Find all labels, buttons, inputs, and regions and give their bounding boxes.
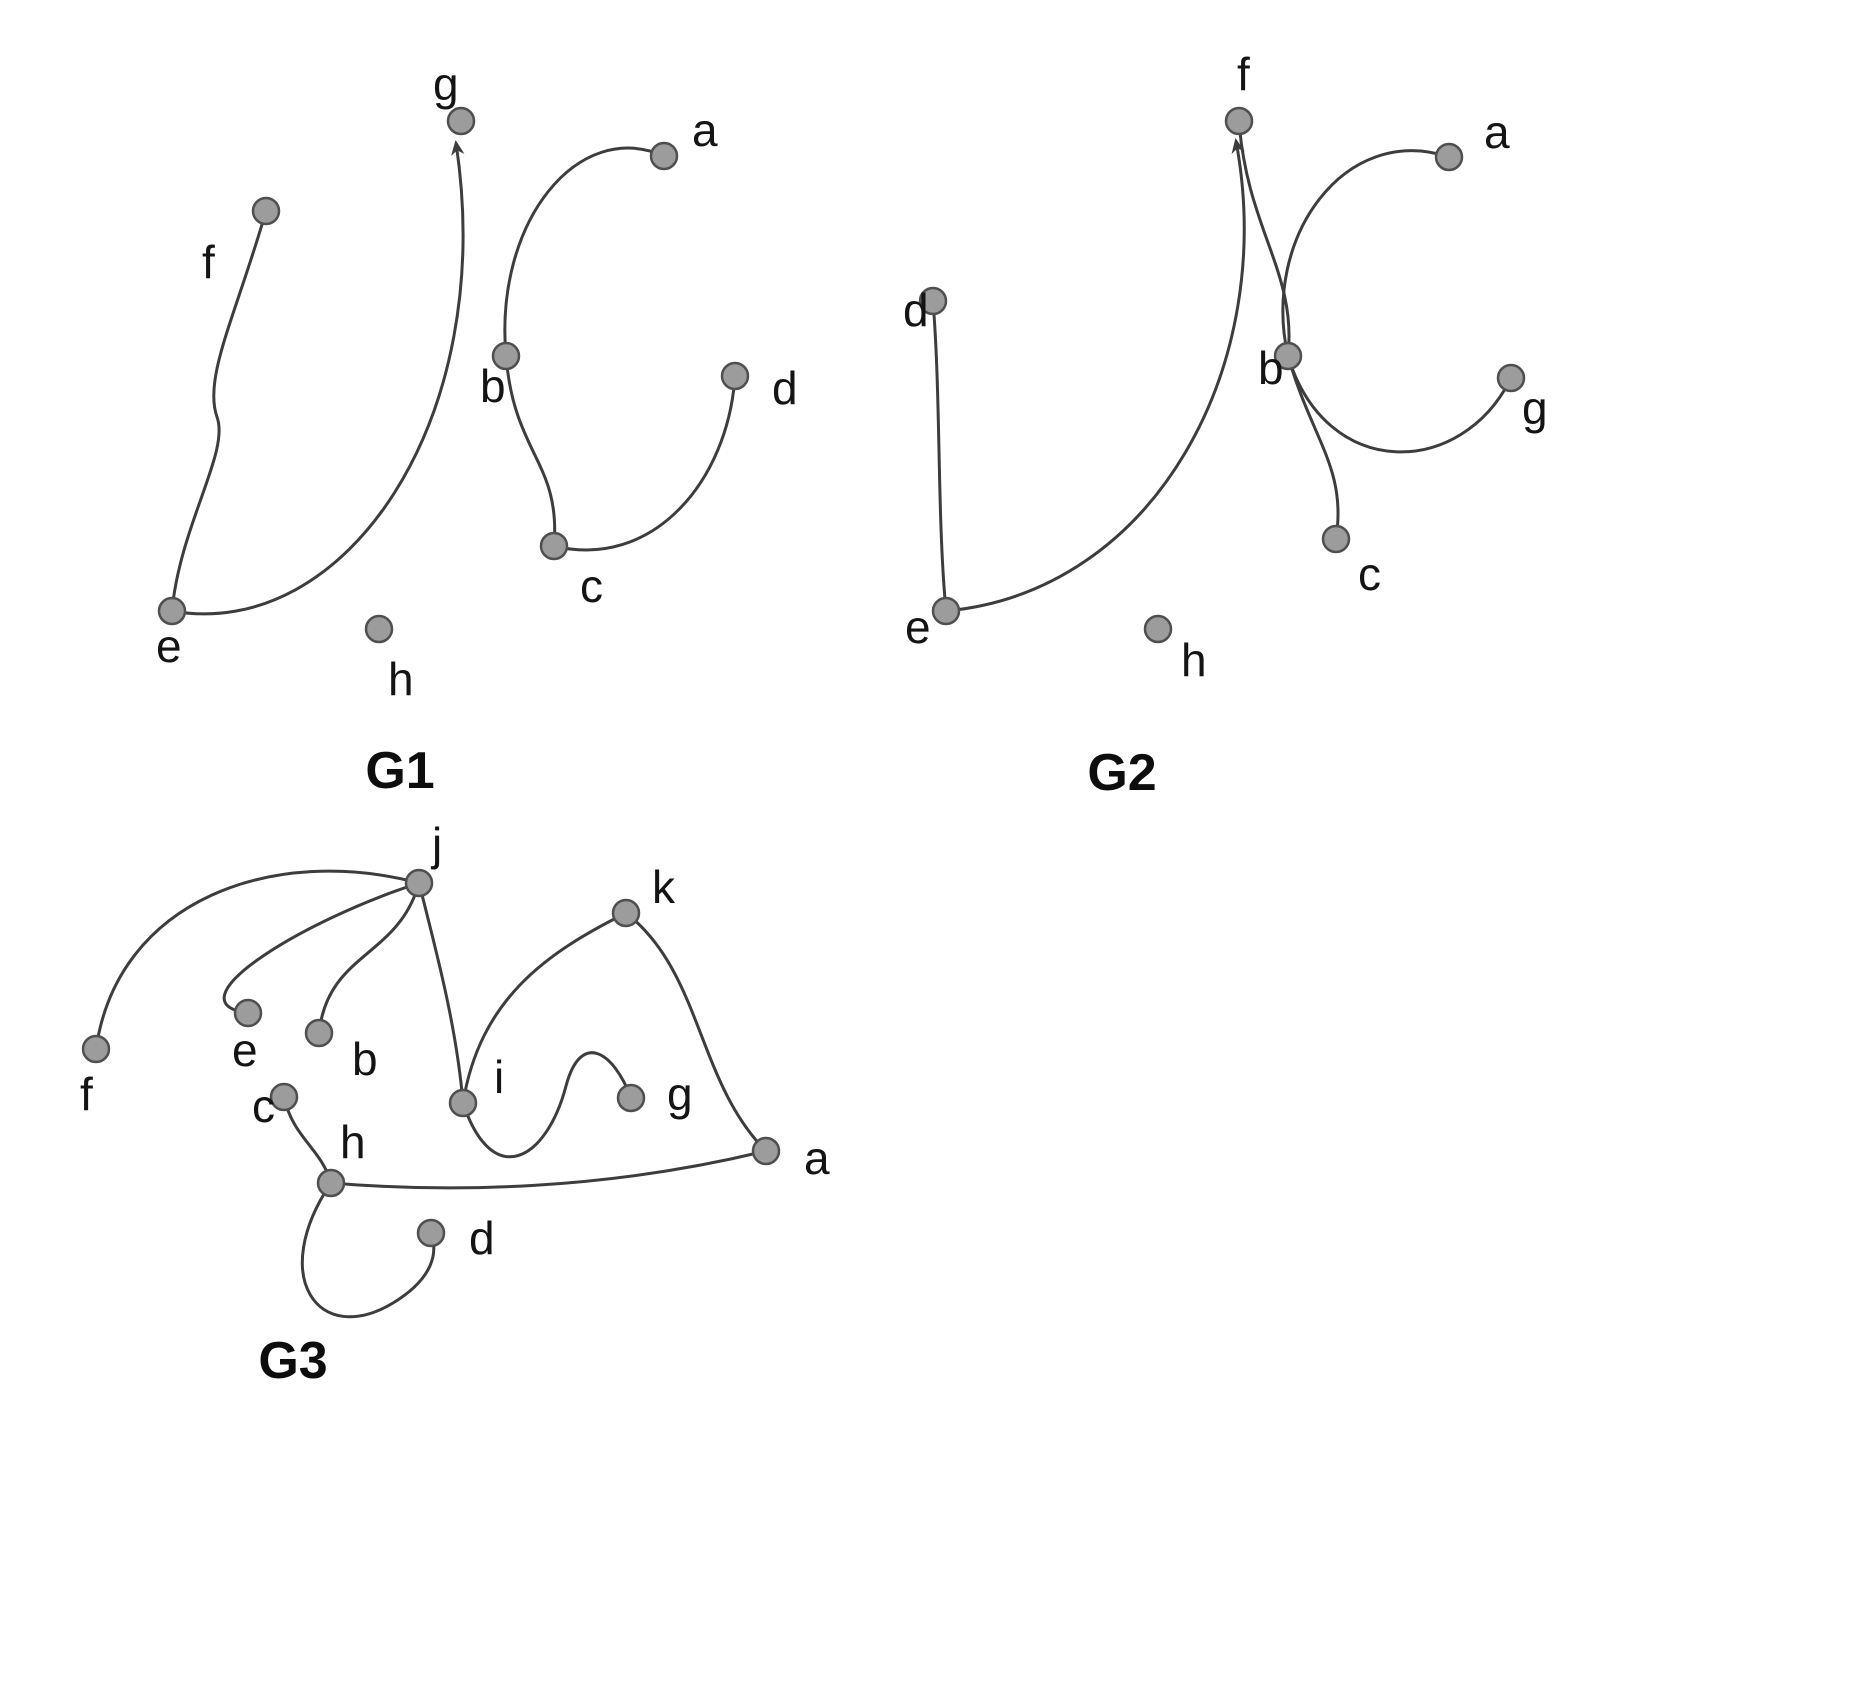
node-label-g2-d: d: [903, 284, 929, 336]
edge-g2-f-b: [1237, 120, 1291, 357]
node-label-g1-b: b: [480, 360, 506, 412]
node-label-g1-c: c: [580, 560, 603, 612]
node-label-g3-a: a: [804, 1132, 830, 1184]
graph-title-g3: G3: [258, 1332, 327, 1390]
edge-g2-e-f: [945, 138, 1246, 613]
edge-g1-f-e: [170, 210, 268, 612]
edge-g3-j-b: [317, 882, 421, 1034]
node-g3-j: [404, 868, 434, 898]
edge-g3-h-d: [300, 1182, 436, 1319]
node-g1-h: [364, 614, 394, 644]
edge-g3-k-a: [625, 911, 768, 1153]
edge-g3-k-i: [461, 911, 627, 1104]
graph-g2: f a d b g c e hG2: [903, 48, 1548, 802]
node-g3-i: [448, 1088, 478, 1118]
node-label-g2-c: c: [1358, 548, 1381, 600]
node-g3-b: [304, 1018, 334, 1048]
node-g3-k: [611, 898, 641, 928]
node-g2-b: [1273, 341, 1303, 371]
node-label-g1-f: f: [202, 236, 215, 288]
edge-g1-a-b: [503, 146, 665, 357]
node-label-g2-f: f: [1237, 48, 1250, 100]
node-g1-d: [720, 361, 750, 391]
node-g3-f: [81, 1034, 111, 1064]
edge-g3-a-h: [330, 1149, 767, 1190]
node-label-g2-h: h: [1181, 634, 1207, 686]
node-label-g1-a: a: [692, 104, 718, 156]
edge-g2-b-g: [1286, 355, 1513, 454]
node-label-g2-e: e: [905, 601, 931, 653]
node-label-g2-g: g: [1522, 382, 1548, 434]
edge-g2-d-e: [931, 300, 948, 612]
node-g1-b: [491, 341, 521, 371]
node-label-g3-f: f: [80, 1068, 93, 1120]
node-g2-d: [918, 286, 948, 316]
node-g2-e: [931, 596, 961, 626]
node-g1-a: [649, 141, 679, 171]
edge-g1-c-d: [553, 375, 737, 552]
edge-g2-a-b: [1281, 149, 1450, 357]
node-label-g3-h: h: [340, 1116, 366, 1168]
node-label-g3-i: i: [494, 1051, 504, 1103]
node-g1-c: [539, 531, 569, 561]
graph-title-g1: G1: [365, 742, 434, 800]
node-label-g1-g: g: [433, 58, 459, 110]
graph-title-g2: G2: [1087, 744, 1156, 802]
node-g3-c: [269, 1082, 299, 1112]
node-g3-d: [416, 1218, 446, 1248]
node-g1-f: [251, 196, 281, 226]
edge-g3-j-e: [222, 881, 420, 1015]
node-g2-g: [1496, 363, 1526, 393]
node-g3-g: [616, 1083, 646, 1113]
edge-g2-b-c: [1286, 355, 1340, 540]
edge-g3-c-h: [282, 1096, 333, 1184]
node-label-g1-h: h: [388, 653, 414, 705]
node-label-g2-a: a: [1484, 106, 1510, 158]
node-label-g3-g: g: [667, 1068, 693, 1120]
node-label-g1-e: e: [156, 620, 182, 672]
node-label-g3-b: b: [352, 1033, 378, 1085]
edge-g3-j-i: [417, 882, 465, 1104]
edge-g1-e-g: [171, 140, 465, 616]
graph-g3: j k f e b c i g h a dG3: [80, 818, 830, 1390]
graph-g1: g f a b d c e hG1: [156, 58, 798, 800]
edge-g3-i-g: [461, 1051, 633, 1159]
node-label-g3-k: k: [652, 861, 676, 913]
node-g2-a: [1434, 142, 1464, 172]
node-g3-a: [751, 1136, 781, 1166]
node-g1-g: [446, 106, 476, 136]
node-label-g3-d: d: [469, 1212, 495, 1264]
node-label-g3-c: c: [252, 1080, 275, 1132]
edge-g1-b-c: [504, 355, 557, 547]
node-label-g1-d: d: [772, 362, 798, 414]
edge-g3-j-f: [94, 869, 420, 1050]
node-g3-e: [233, 998, 263, 1028]
node-label-g3-j: j: [430, 818, 442, 870]
node-label-g2-b: b: [1258, 342, 1284, 394]
node-g2-f: [1224, 106, 1254, 136]
node-label-g3-e: e: [232, 1024, 258, 1076]
node-g3-h: [316, 1168, 346, 1198]
node-g1-e: [157, 596, 187, 626]
node-g2-h: [1143, 614, 1173, 644]
node-g2-c: [1321, 524, 1351, 554]
